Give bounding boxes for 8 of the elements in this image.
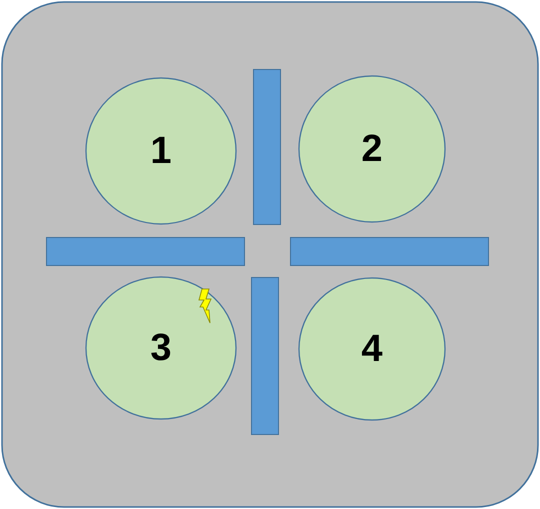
- circle-number: 4: [361, 328, 383, 370]
- circle-number: 1: [150, 130, 172, 172]
- divider-bar: [251, 277, 279, 435]
- circle-number: 3: [150, 326, 172, 370]
- divider-bar: [46, 237, 245, 266]
- divider-bar: [290, 237, 489, 266]
- divider-bar: [253, 69, 281, 225]
- circle-number: 2: [361, 128, 383, 170]
